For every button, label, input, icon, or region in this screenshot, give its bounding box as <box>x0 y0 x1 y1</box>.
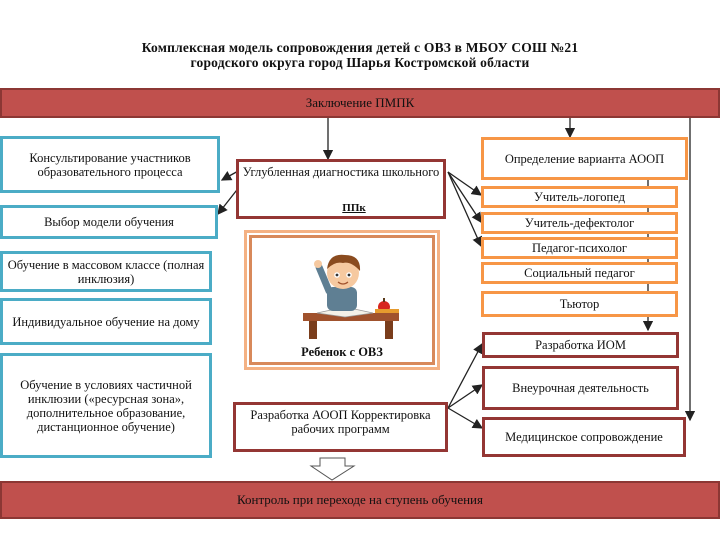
medical-support-label: Медицинское сопровождение <box>505 430 663 444</box>
aoop-variant-box: Определение варианта АООП <box>481 137 688 180</box>
specialist-speech-therapist-label: Учитель-логопед <box>534 190 625 204</box>
model-choice-label: Выбор модели обучения <box>44 215 174 229</box>
home-learning-label: Индивидуальное обучение на дому <box>12 314 200 329</box>
mass-class-box: Обучение в массовом классе (полная инклю… <box>0 251 212 292</box>
mass-class-label: Обучение в массовом классе (полная инклю… <box>7 257 205 286</box>
bottom-bar-label: Контроль при переходе на ступень обучени… <box>236 492 483 507</box>
diagnostics-label: Углубленная диагностика школьного <box>242 165 440 179</box>
partial-inclusion-label: Обучение в условиях частичной инклюзии (… <box>20 377 192 434</box>
specialist-psychologist: Педагог-психолог <box>481 237 678 259</box>
diagnostics-tag: ППк <box>335 202 373 215</box>
top-bar: Заключение ПМПК <box>0 88 720 118</box>
consulting-label: Консультирование участников образователь… <box>29 150 191 179</box>
medical-support-box: Медицинское сопровождение <box>482 417 686 457</box>
home-learning-box: Индивидуальное обучение на дому <box>0 298 212 345</box>
iom-development-box: Разработка ИОМ <box>482 332 679 358</box>
specialist-tutor-label: Тьютор <box>559 297 600 311</box>
extracurricular-label: Внеурочная деятельность <box>512 381 649 395</box>
child-card: Ребенок с ОВЗ <box>244 230 440 370</box>
top-bar-label: Заключение ПМПК <box>305 95 415 110</box>
title-line-2: городского округа город Шарья Костромско… <box>190 55 530 70</box>
aoop-development-box: Разработка АООП Корректировка рабочих пр… <box>233 402 448 452</box>
specialist-defectologist-label: Учитель-дефектолог <box>524 216 635 230</box>
model-choice-box: Выбор модели обучения <box>0 205 218 239</box>
title-line-1: Комплексная модель сопровождения детей с… <box>141 40 579 55</box>
aoop-development-label: Разработка АООП Корректировка рабочих пр… <box>250 408 431 436</box>
specialist-speech-therapist: Учитель-логопед <box>481 186 678 208</box>
partial-inclusion-box: Обучение в условиях частичной инклюзии (… <box>0 353 212 458</box>
aoop-variant-label: Определение варианта АООП <box>504 151 665 166</box>
specialist-social-pedagogue-label: Социальный педагог <box>524 266 635 280</box>
page-title: Комплексная модель сопровождения детей с… <box>60 40 660 70</box>
bottom-bar: Контроль при переходе на ступень обучени… <box>0 481 720 519</box>
iom-development-label: Разработка ИОМ <box>535 338 626 352</box>
specialist-psychologist-label: Педагог-психолог <box>531 241 628 255</box>
specialist-defectologist: Учитель-дефектолог <box>481 212 678 234</box>
child-label: Ребенок с ОВЗ <box>301 345 383 359</box>
extracurricular-box: Внеурочная деятельность <box>482 366 679 410</box>
specialist-tutor: Тьютор <box>481 291 678 317</box>
child-illustration <box>303 254 399 339</box>
specialist-social-pedagogue: Социальный педагог <box>481 262 678 284</box>
consulting-box: Консультирование участников образователь… <box>0 136 220 193</box>
